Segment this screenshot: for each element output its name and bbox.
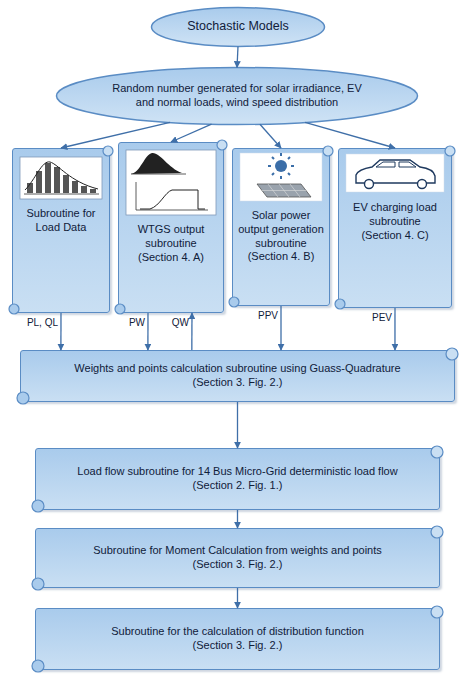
section-reference: (Section 4. B) — [248, 250, 315, 264]
scroll-curl — [32, 500, 44, 512]
ellipse-node: Stochastic Models — [150, 6, 326, 48]
signal-label: QW — [172, 317, 189, 328]
signal-label: PL, QL — [27, 317, 58, 328]
panel-grid — [262, 184, 306, 197]
signal-label: PPV — [258, 310, 278, 321]
scroll-curl — [9, 304, 19, 314]
scroll-curl — [323, 146, 333, 156]
node-text: Random number generated for solar irradi… — [103, 82, 371, 110]
subroutine-box: Subroutine for Load Data — [12, 148, 110, 313]
power-curve — [140, 190, 205, 209]
car-body — [356, 160, 435, 183]
car-frame — [346, 154, 444, 192]
node-text: EV charging load subroutine — [343, 201, 447, 229]
node-text: WTGS output subroutine — [123, 223, 219, 251]
section-reference: (Section 3. Fig. 2.) — [193, 558, 283, 572]
scroll-curl — [103, 146, 113, 156]
subroutine-band: Subroutine for the calculation of distri… — [35, 608, 440, 670]
subroutine-band: Load flow subroutine for 14 Bus Micro-Gr… — [35, 448, 440, 510]
axis-line — [136, 182, 208, 210]
node-text: Subroutine for Load Data — [17, 207, 105, 235]
subroutine-band: Subroutine for Moment Calculation from w… — [35, 528, 440, 588]
subroutine-box: WTGS output subroutine(Section 4. A) — [118, 142, 224, 313]
scroll-curl — [431, 606, 443, 618]
scroll-curl — [431, 446, 443, 458]
axis-line — [131, 174, 186, 175]
scroll-curl — [217, 140, 227, 150]
scroll-curl — [229, 297, 239, 307]
axis-line — [24, 194, 99, 195]
section-reference: (Section 4. C) — [361, 229, 428, 243]
histogram-bars — [27, 163, 96, 193]
histogram-curve — [25, 162, 98, 190]
section-reference: (Section 3. Fig. 2.) — [193, 376, 283, 390]
flow-arrow — [147, 313, 148, 350]
node-text: Solar power output generation subroutine — [237, 209, 325, 250]
histogram-frame — [20, 157, 102, 199]
flow-arrow — [394, 308, 395, 350]
sun-icon — [275, 160, 287, 172]
ellipse-node: Random number generated for solar irradi… — [55, 66, 419, 126]
flow-arrow — [237, 47, 238, 68]
ellipse-shape — [152, 8, 325, 47]
scroll-curl — [431, 526, 443, 538]
scroll-curl — [115, 304, 125, 314]
flow-arrow — [191, 313, 192, 350]
scroll-curl — [446, 348, 458, 360]
subroutine-box: Solar power output generation subroutine… — [232, 148, 330, 306]
wind-chart-frame — [126, 150, 216, 215]
scroll-curl — [32, 578, 44, 590]
node-text: Load flow subroutine for 14 Bus Micro-Gr… — [77, 465, 397, 479]
subroutine-box: EV charging load subroutine(Section 4. C… — [338, 148, 452, 308]
flow-arrow — [171, 124, 212, 142]
car-wheel — [418, 180, 427, 189]
scroll-curl — [17, 392, 29, 404]
signal-label: PEV — [372, 312, 392, 323]
node-text: Stochastic Models — [187, 19, 288, 35]
solar-frame — [240, 153, 322, 201]
flow-arrow — [61, 122, 170, 148]
car-wheel — [365, 180, 374, 189]
wind-distribution — [131, 153, 182, 174]
section-reference: (Section 3. Fig. 2.) — [193, 639, 283, 653]
flow-arrow — [237, 402, 238, 448]
node-text: Subroutine for the calculation of distri… — [111, 625, 364, 639]
ellipse-shape — [57, 68, 418, 125]
section-reference: (Section 2. Fig. 1.) — [193, 479, 283, 493]
node-text: Weights and points calculation subroutin… — [74, 362, 400, 376]
scroll-curl — [445, 146, 455, 156]
car-windows — [376, 162, 416, 167]
section-reference: (Section 4. A) — [138, 251, 204, 265]
flow-arrow — [237, 588, 238, 608]
node-text: Subroutine for Moment Calculation from w… — [93, 544, 382, 558]
signal-label: PW — [129, 317, 145, 328]
scroll-curl — [32, 660, 44, 672]
subroutine-band: Weights and points calculation subroutin… — [20, 350, 455, 402]
sun-rays — [268, 153, 294, 179]
flow-arrow — [305, 122, 395, 148]
flow-arrow — [60, 313, 61, 350]
solar-panel — [257, 184, 311, 197]
scroll-curl — [335, 299, 345, 309]
flow-arrow — [237, 510, 238, 528]
flow-arrow — [280, 306, 281, 350]
flow-arrow — [260, 124, 281, 148]
